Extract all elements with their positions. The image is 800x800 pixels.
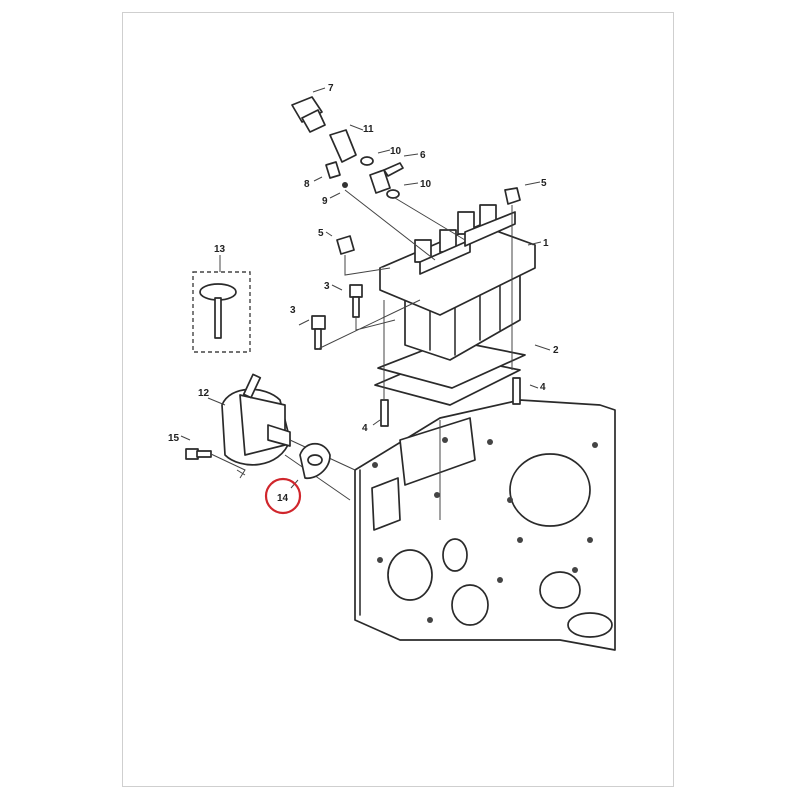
callout-5b: 5 (318, 228, 324, 239)
callout-8: 8 (304, 179, 310, 190)
callout-4a: 4 (540, 382, 546, 393)
engine-block (354, 399, 616, 651)
callout-3b: 3 (290, 305, 296, 316)
callout-11: 11 (363, 124, 374, 135)
highlight-circle (264, 477, 302, 515)
bolts-studs (311, 284, 521, 520)
injection-pump (379, 204, 536, 361)
callout-14: 14 (277, 493, 289, 504)
callout-3a: 3 (324, 281, 330, 292)
callout-15: 15 (168, 433, 180, 444)
callout-10a: 10 (390, 146, 402, 157)
callout-12: 12 (198, 388, 210, 399)
callout-5a: 5 (541, 178, 547, 189)
feed-pump (185, 373, 356, 501)
callout-7: 7 (328, 83, 334, 94)
callout-2: 2 (553, 345, 559, 356)
callout-4b: 4 (362, 423, 368, 434)
callout-1: 1 (543, 238, 549, 249)
delivery-valve-parts (291, 96, 521, 370)
callout-10b: 10 (420, 179, 432, 190)
callout-13: 13 (214, 244, 226, 255)
gasket-plates (374, 339, 526, 406)
diagram-frame (122, 12, 674, 787)
part-13-box (192, 255, 251, 353)
callout-6: 6 (420, 150, 426, 161)
callout-9: 9 (322, 196, 328, 207)
